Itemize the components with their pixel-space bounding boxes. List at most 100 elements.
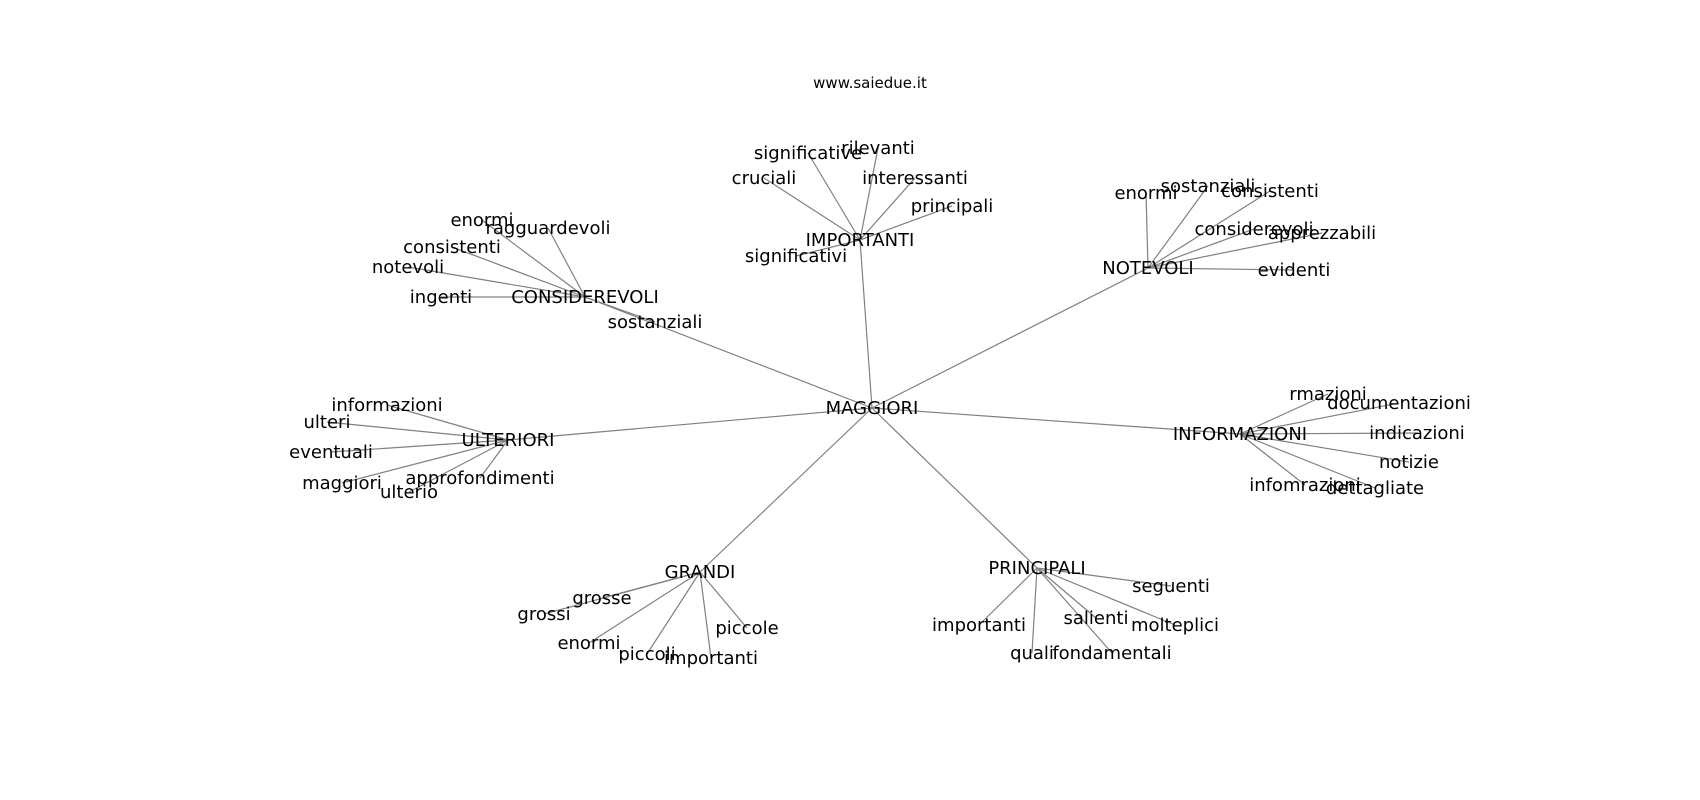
edge-hub-to-leaf bbox=[543, 571, 701, 615]
edge-hub-to-leaf bbox=[1147, 190, 1271, 269]
leaf-node-label: grosse bbox=[572, 588, 631, 609]
leaf-node-label: significative bbox=[754, 143, 862, 164]
leaf-node-label: notizie bbox=[1379, 452, 1439, 473]
leaf-node-label: considerevoli bbox=[1195, 219, 1314, 240]
leaf-node-label: indicazioni bbox=[1369, 423, 1465, 444]
edge-hub-to-leaf bbox=[330, 439, 509, 453]
edge-hub-to-leaf bbox=[407, 266, 586, 298]
leaf-node-label: dettagliate bbox=[1326, 478, 1424, 499]
edge-hub-to-leaf bbox=[479, 439, 509, 479]
edge-hub-to-leaf bbox=[1036, 567, 1113, 654]
leaf-node-label: evidenti bbox=[1258, 260, 1331, 281]
leaf-node-label: fondamentali bbox=[1052, 643, 1171, 664]
edge-hub-to-leaf bbox=[699, 571, 712, 659]
leaf-node-label: quali bbox=[1010, 643, 1054, 664]
leaf-node-label: ulterio bbox=[380, 482, 438, 503]
leaf-node-label: enormi bbox=[557, 633, 620, 654]
edge-hub-to-leaf bbox=[584, 296, 656, 323]
edge-hub-to-leaf bbox=[1239, 433, 1306, 486]
leaf-node-label: ingenti bbox=[410, 287, 472, 308]
edge-hub-to-leaf bbox=[807, 152, 861, 241]
edge-hub-to-leaf bbox=[451, 246, 586, 298]
leaf-node-label: ragguardevoli bbox=[486, 218, 611, 239]
leaf-node-label: rmazioni bbox=[1289, 384, 1367, 405]
leaf-node-label: infomrazioni bbox=[1249, 475, 1361, 496]
edge-root-to-hub bbox=[859, 239, 873, 409]
leaf-node-label: approfondimenti bbox=[405, 468, 554, 489]
leaf-node-label: sostanziali bbox=[608, 312, 703, 333]
leaf-node-label: cruciali bbox=[732, 168, 797, 189]
leaf-node-label: eventuali bbox=[289, 442, 373, 463]
leaf-node-label: rilevanti bbox=[841, 138, 915, 159]
edge-hub-to-leaf bbox=[859, 205, 953, 241]
leaf-node-label: interessanti bbox=[862, 168, 968, 189]
edge-hub-to-leaf bbox=[326, 421, 509, 441]
hub-node-label: ULTERIORI bbox=[462, 430, 555, 451]
edge-hub-to-leaf bbox=[1239, 393, 1329, 435]
leaf-node-label: importanti bbox=[932, 615, 1026, 636]
hub-node-label: IMPORTANTI bbox=[806, 230, 915, 251]
hub-node-label: GRANDI bbox=[665, 562, 736, 583]
edge-hub-to-leaf bbox=[859, 147, 879, 241]
graph-labels: MAGGIORI IMPORTANTI significativerilevanti… bbox=[289, 138, 1471, 669]
edge-hub-to-leaf bbox=[1147, 185, 1209, 269]
edge-hub-to-leaf bbox=[1036, 567, 1097, 619]
edge-hub-to-leaf bbox=[1239, 433, 1376, 489]
leaf-node-label: notevoli bbox=[372, 257, 444, 278]
edge-hub-to-leaf bbox=[1147, 228, 1255, 269]
leaf-node-label: significativi bbox=[745, 246, 847, 267]
edge-hub-to-leaf bbox=[1147, 267, 1295, 271]
edge-hub-to-leaf bbox=[341, 439, 509, 484]
edge-hub-to-leaf bbox=[547, 227, 586, 298]
leaf-node-label: informazioni bbox=[331, 395, 442, 416]
leaf-node-label: enormi bbox=[1114, 183, 1177, 204]
hub-node-label: INFORMAZIONI bbox=[1173, 424, 1307, 445]
root-node-label: MAGGIORI bbox=[826, 398, 919, 419]
edge-root-to-hub bbox=[871, 407, 1038, 569]
leaf-node-label: ulteri bbox=[304, 412, 351, 433]
edge-root-to-hub bbox=[507, 407, 873, 441]
leaf-node-label: grossi bbox=[517, 604, 570, 625]
edge-hub-to-leaf bbox=[1031, 567, 1038, 654]
leaf-node-label: consistenti bbox=[403, 237, 501, 258]
leaf-node-label: sostanziali bbox=[1161, 176, 1256, 197]
edge-hub-to-leaf bbox=[1239, 433, 1410, 463]
edge-root-to-hub bbox=[871, 407, 1241, 435]
hub-node-label: CONSIDEREVOLI bbox=[511, 287, 659, 308]
edge-root-to-hub bbox=[871, 267, 1149, 409]
edge-hub-to-leaf bbox=[1145, 192, 1149, 269]
site-watermark: www.saiedue.it bbox=[813, 74, 927, 92]
edge-hub-to-leaf bbox=[978, 567, 1038, 626]
hub-node-label: NOTEVOLI bbox=[1102, 258, 1194, 279]
edge-hub-to-leaf bbox=[763, 177, 861, 241]
edge-hub-to-leaf bbox=[386, 404, 509, 441]
leaf-node-label: importanti bbox=[664, 648, 758, 669]
leaf-node-label: enormi bbox=[450, 210, 513, 231]
edge-hub-to-leaf bbox=[1239, 432, 1418, 435]
leaf-node-label: piccole bbox=[715, 618, 778, 639]
edge-hub-to-leaf bbox=[481, 219, 586, 298]
edge-hub-to-leaf bbox=[795, 239, 861, 257]
leaf-node-label: piccoli bbox=[618, 644, 675, 665]
edge-hub-to-leaf bbox=[699, 571, 748, 629]
leaf-node-label: molteplici bbox=[1131, 615, 1219, 636]
leaf-node-label: principali bbox=[911, 196, 994, 217]
edge-hub-to-leaf bbox=[1036, 567, 1176, 626]
edge-root-to-hub bbox=[699, 407, 873, 573]
hub-node-label: PRINCIPALI bbox=[988, 558, 1085, 579]
edge-hub-to-leaf bbox=[646, 571, 701, 655]
leaf-node-label: maggiori bbox=[302, 473, 382, 494]
edge-hub-to-leaf bbox=[1147, 232, 1323, 269]
leaf-node-label: consistenti bbox=[1221, 181, 1319, 202]
edge-hub-to-leaf bbox=[588, 571, 701, 644]
leaf-node-label: apprezzabili bbox=[1268, 223, 1376, 244]
edge-hub-to-leaf bbox=[1036, 567, 1172, 587]
leaf-node-label: documentazioni bbox=[1327, 393, 1471, 414]
leaf-node-label: seguenti bbox=[1132, 576, 1210, 597]
edge-hub-to-leaf bbox=[859, 177, 916, 241]
edge-hub-to-leaf bbox=[1239, 402, 1400, 435]
graph-edges bbox=[326, 147, 1418, 659]
edge-hub-to-leaf bbox=[408, 439, 509, 493]
edge-root-to-hub bbox=[584, 296, 873, 409]
